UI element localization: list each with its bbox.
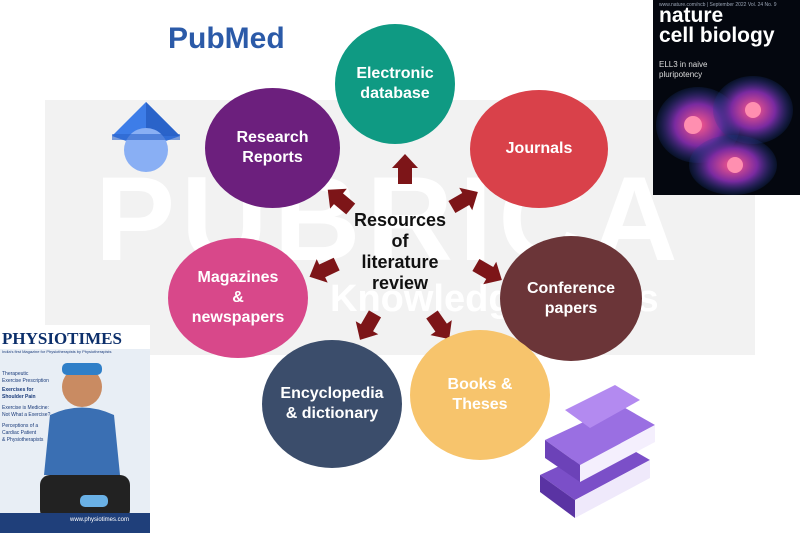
nature-cover-line: ELL3 in naive pluripotency	[659, 60, 708, 79]
physio-line: & Physiotherapists	[2, 437, 44, 443]
node-label: Electronic database	[356, 65, 434, 102]
node-encyclopedia-dictionary: Encyclopedia & dictionary	[262, 340, 402, 468]
node-label: Conference papers	[526, 279, 616, 317]
node-conference-papers: Conference papers	[500, 236, 642, 361]
physio-line: Exercise is Medicine:	[2, 405, 49, 411]
node-label: Journals	[505, 140, 573, 157]
node-label: Magazines & newspapers	[191, 269, 285, 326]
center-title: Resources of literature review	[353, 210, 447, 293]
physiotimes-tagline: India's first Magazine for Physiotherapi…	[2, 349, 112, 354]
node-research-reports: Research Reports	[205, 88, 340, 208]
nature-issue-line: www.nature.com/ncb | September 2022 Vol.…	[659, 2, 777, 8]
pubmed-logo-med: Med	[224, 22, 285, 55]
physiotimes-url: www.physiotimes.com	[70, 517, 130, 523]
nature-cell-biology-cover: www.nature.com/ncb | September 2022 Vol.…	[653, 0, 800, 195]
scholar-cap-icon	[112, 102, 180, 172]
athlete-image	[40, 363, 130, 520]
arrow-to-research	[327, 188, 356, 215]
arrow-to-conference	[472, 258, 502, 285]
arrow-to-electronic	[392, 154, 418, 184]
arrow-to-journals	[448, 187, 478, 214]
book-stack-icon	[540, 385, 655, 518]
arrow-to-magazines	[309, 257, 340, 283]
physio-line: Perceptions of a	[2, 423, 39, 429]
node-label: Books & Theses	[447, 376, 513, 413]
physiotimes-cover: PHYSIOTIMES India's first Magazine for P…	[0, 325, 150, 533]
physio-line: Exercise Prescription	[2, 378, 49, 384]
arrow-to-encyclopedia	[355, 310, 382, 340]
physiotimes-title: PHYSIOTIMES	[2, 329, 122, 348]
node-electronic-database: Electronic database	[335, 24, 455, 144]
nature-title: nature cell biology	[659, 4, 775, 47]
physio-line: Not What a Exercise?	[2, 412, 51, 418]
physio-line: Exercises for	[2, 387, 34, 393]
node-label: Research Reports	[236, 129, 309, 166]
pubmed-logo-pub: Pub	[168, 22, 225, 55]
node-journals: Journals	[470, 90, 608, 208]
physio-line: Shoulder Pain	[2, 394, 36, 400]
node-label: Encyclopedia & dictionary	[280, 385, 384, 422]
arrow-to-books	[426, 310, 452, 340]
node-books-theses: Books & Theses	[410, 330, 550, 460]
node-magazines-newspapers: Magazines & newspapers	[168, 238, 308, 358]
physio-line: Cardiac Patient	[2, 430, 37, 436]
physio-line: Therapeutic	[2, 371, 29, 377]
pubmed-logo: PubMed	[168, 22, 285, 56]
cell-image	[656, 76, 793, 195]
